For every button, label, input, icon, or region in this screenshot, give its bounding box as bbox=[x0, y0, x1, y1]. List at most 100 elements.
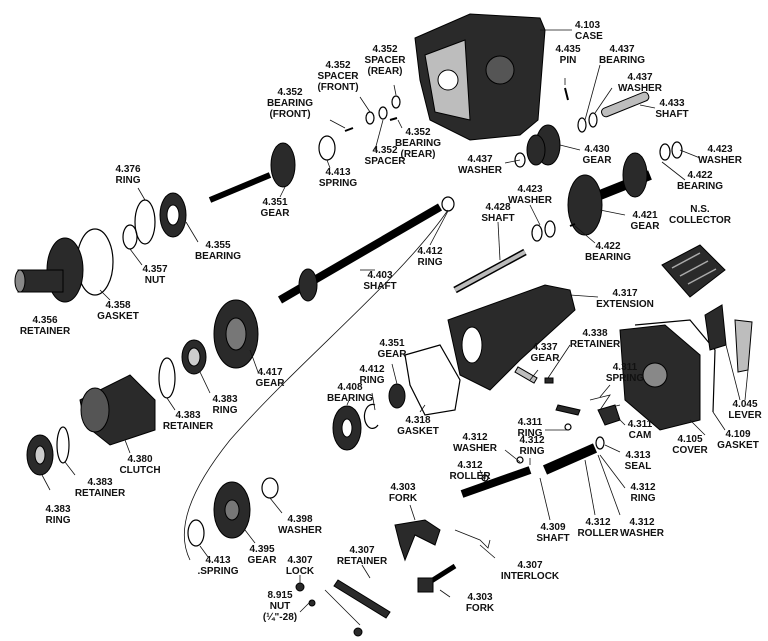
spring-wire-part bbox=[183, 209, 449, 561]
shaft-4403-part bbox=[277, 203, 443, 304]
label-number: 4.312 bbox=[519, 435, 544, 446]
ring-4311-part bbox=[564, 423, 572, 431]
label-name: LOCK bbox=[286, 566, 315, 577]
label-number: 4.338 bbox=[582, 328, 607, 339]
label-name: WASHER bbox=[620, 528, 665, 539]
label-name: WASHER bbox=[618, 83, 663, 94]
label-name: GEAR bbox=[261, 208, 291, 219]
bearing-front-part bbox=[344, 127, 354, 132]
washer-4437-mid-part bbox=[514, 152, 526, 168]
pin-part bbox=[564, 87, 569, 101]
label-name: COLLECTOR bbox=[669, 215, 732, 226]
spacer-part bbox=[378, 106, 388, 120]
label-number: N.S. bbox=[690, 204, 710, 215]
retainer-4383-b-part bbox=[56, 426, 70, 464]
lock-line bbox=[324, 589, 361, 626]
label-number: 4.358 bbox=[105, 300, 130, 311]
label-name: BEARING bbox=[599, 55, 645, 66]
label-name: SHAFT bbox=[536, 533, 569, 544]
label-number: 4.318 bbox=[405, 415, 430, 426]
label-number: 4.311 bbox=[518, 417, 543, 428]
label-ns-collector: N.S.COLLECTOR bbox=[669, 204, 732, 226]
label-number: 4.437 bbox=[609, 44, 634, 55]
label-name: RETAINER bbox=[163, 421, 214, 432]
part-labels: 4.103CASE4.435PIN4.437BEARING4.437WASHER… bbox=[20, 20, 763, 623]
extension-part bbox=[447, 284, 576, 391]
label-number: 4.376 bbox=[115, 164, 140, 175]
label-name: RING bbox=[116, 175, 141, 186]
label-number: 4.395 bbox=[249, 544, 274, 555]
cover-part bbox=[619, 324, 701, 431]
label-sub: (FRONT) bbox=[317, 82, 358, 93]
label-number: 4.430 bbox=[584, 144, 609, 155]
label-name: SHAFT bbox=[655, 109, 688, 120]
gear-4421-part bbox=[567, 152, 652, 236]
cam-4311-part bbox=[555, 404, 581, 416]
label-number: 4.309 bbox=[540, 522, 565, 533]
label-number: 4.423 bbox=[517, 184, 542, 195]
label-name: WASHER bbox=[278, 525, 323, 536]
bearing-rear-part bbox=[389, 117, 398, 121]
retainer-4338-part bbox=[544, 377, 554, 384]
gear-4395-part bbox=[213, 481, 251, 539]
label-name: RING bbox=[418, 257, 443, 268]
label-name: GEAR bbox=[248, 555, 278, 566]
label-name: BEARING bbox=[395, 138, 441, 149]
ring-4383-a-part bbox=[181, 339, 207, 375]
label-number: 4.312 bbox=[462, 432, 487, 443]
label-number: 4.356 bbox=[32, 315, 57, 326]
label-name: RING bbox=[213, 405, 238, 416]
label-number: 4.312 bbox=[457, 460, 482, 471]
label-name: GEAR bbox=[256, 378, 286, 389]
label-number: 4.352 bbox=[372, 145, 397, 156]
ring-4412-mid-part bbox=[363, 403, 379, 429]
label-number: 4.437 bbox=[467, 154, 492, 165]
label-sub: (REAR) bbox=[401, 149, 436, 160]
label-number: 4.428 bbox=[485, 202, 510, 213]
retainer-4307-part bbox=[333, 579, 391, 619]
label-name: RETAINER bbox=[570, 339, 621, 350]
ring-4376-part bbox=[134, 199, 156, 245]
label-name: SPACER bbox=[318, 71, 360, 82]
nut-4357-part bbox=[122, 224, 138, 250]
shaft-4433-part bbox=[601, 91, 650, 118]
label-number: 4.383 bbox=[212, 394, 237, 405]
label-name: WASHER bbox=[508, 195, 553, 206]
label-number: 4.417 bbox=[257, 367, 282, 378]
label-number: 4.312 bbox=[630, 482, 655, 493]
label-number: 4.352 bbox=[372, 44, 397, 55]
label-number: 4.383 bbox=[45, 504, 70, 515]
washer-4423-right-part bbox=[659, 143, 671, 161]
clutch-part bbox=[79, 374, 156, 446]
bearing-4408-part bbox=[332, 405, 362, 451]
label-number: 4.380 bbox=[127, 454, 152, 465]
gear-4337-part bbox=[514, 366, 538, 384]
gear-4430-part bbox=[526, 124, 561, 166]
label-name: GASKET bbox=[97, 311, 139, 322]
washer-4398-part bbox=[261, 477, 279, 499]
label-number: 4.435 bbox=[555, 44, 580, 55]
